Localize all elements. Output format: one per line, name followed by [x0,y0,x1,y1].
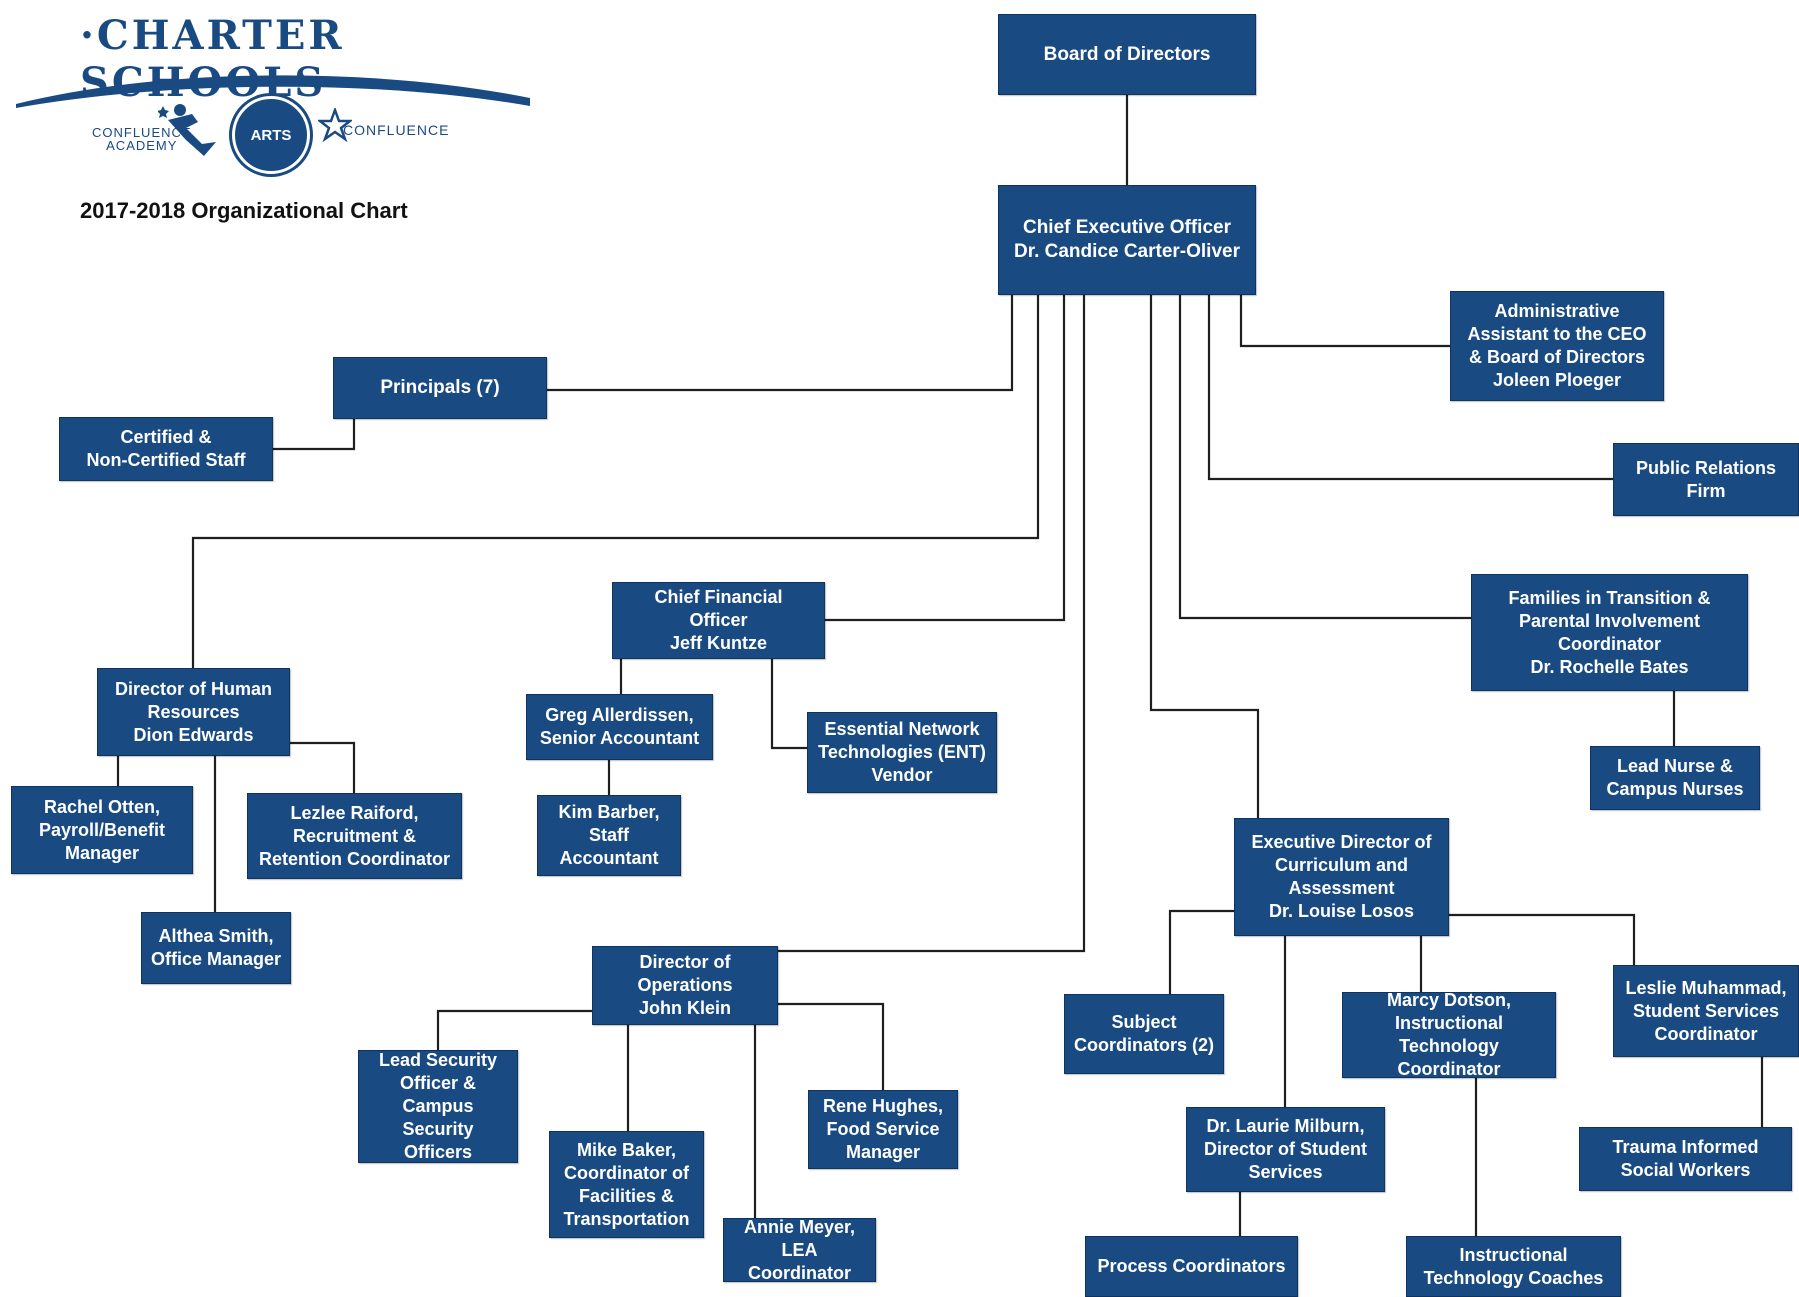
node-title: Dr. Laurie Milburn, Director of Student … [1203,1116,1367,1182]
node-ent-vendor: Essential Network Technologies (ENT) Ven… [807,712,997,793]
connector-ceo-pr [1207,295,1613,481]
connector-ceo-curric [1149,295,1260,818]
node-title: Kim Barber, Staff Accountant [558,802,660,868]
node-title: Lezlee Raiford, Recruitment & Retention … [259,802,450,869]
node-title: Executive Director of Curriculum and Ass… [1251,832,1432,898]
connector-ops-food [778,1002,885,1090]
node-lead-nurse: Lead Nurse & Campus Nurses [1590,746,1760,810]
node-name: Joleen Ploeger [1492,370,1622,390]
node-facilities-coordinator: Mike Baker, Coordinator of Facilities & … [549,1131,704,1238]
node-lea-coordinator: Annie Meyer, LEA Coordinator [723,1216,876,1283]
node-student-services-coordinator: Leslie Muhammad, Student Services Coordi… [1613,965,1799,1057]
connector-curric-subject [1168,909,1234,994]
page-title: 2017-2018 Organizational Chart [80,198,408,223]
node-title: Families in Transition & Parental Involv… [1508,587,1711,654]
connector-principals-staff [273,418,356,451]
node-name: Dr. Louise Losos [1268,901,1415,921]
node-staff-accountant: Kim Barber, Staff Accountant [537,795,681,876]
node-title: Process Coordinators [1097,1256,1286,1276]
node-title: Instructional Technology Coaches [1423,1244,1604,1288]
node-name: Jeff Kuntze [669,633,767,653]
node-title: Mike Baker, Coordinator of Facilities & … [563,1139,690,1229]
connector-ceo-principals [547,295,1014,392]
connector-ceo-families [1178,295,1471,620]
node-public-relations-firm: Public Relations Firm [1613,443,1799,516]
node-administrative-assistant: Administrative Assistant to the CEO & Bo… [1450,291,1664,401]
node-food-service-manager: Rene Hughes, Food Service Manager [808,1090,958,1169]
node-subject-coordinators: Subject Coordinators (2) [1064,994,1224,1074]
connector-ceo-ops [778,295,1086,953]
node-chief-financial-officer: Chief Financial Officer Jeff Kuntze [612,582,825,659]
node-instructional-technology-coordinator: Marcy Dotson, Instructional Technology C… [1342,990,1556,1079]
node-senior-accountant: Greg Allerdissen, Senior Accountant [526,694,713,760]
node-title: Principals (7) [380,377,500,398]
logo-swoosh [16,75,530,108]
node-title: Chief Executive Officer [1022,217,1231,238]
node-director-student-services: Dr. Laurie Milburn, Director of Student … [1186,1107,1385,1192]
node-name: Dr. Rochelle Bates [1530,656,1689,677]
node-title: Lead Nurse & Campus Nurses [1606,756,1744,799]
node-title: Rene Hughes, Food Service Manager [822,1096,944,1162]
connector-curric-leslie [1449,913,1636,965]
connector-ceo-cfo [825,295,1066,622]
node-name: Dion Edwards [133,724,254,745]
node-title: Greg Allerdissen, Senior Accountant [539,705,700,748]
confluence-prep-star-icon [318,108,352,142]
node-title: Director of Human Resources [114,678,273,722]
node-title: Trauma Informed Social Workers [1612,1137,1759,1180]
node-title: Rachel Otten, Payroll/Benefit Manager [38,796,166,863]
logo-area: ·CHARTER SCHOOLS· CONFLUENCE ACADEMY ART… [10,8,540,223]
node-trauma-informed-social-workers: Trauma Informed Social Workers [1579,1127,1792,1191]
connector-ceo-hr [191,295,1040,668]
node-title: Public Relations Firm [1635,457,1777,501]
node-title: Annie Meyer, LEA Coordinator [743,1216,856,1283]
arts-academy-seal: ARTS [232,96,310,174]
confluence-academy-figure-icon [158,104,216,156]
node-chief-executive-officer: Chief Executive Officer Dr. Candice Cart… [998,185,1256,295]
node-process-coordinators: Process Coordinators [1085,1236,1298,1297]
node-board-of-directors: Board of Directors [998,14,1256,95]
node-payroll-benefit-manager: Rachel Otten, Payroll/Benefit Manager [11,786,193,874]
node-title: Administrative Assistant to the CEO & Bo… [1467,301,1647,367]
node-certified-staff: Certified & Non-Certified Staff [59,417,273,481]
connector-ceo-admin [1239,295,1450,348]
node-title: Subject Coordinators (2) [1073,1012,1214,1055]
node-title: Certified & Non-Certified Staff [86,427,246,470]
confluence-prep-name: CONFLUENCE [343,122,450,138]
node-title: Marcy Dotson, Instructional Technology C… [1386,990,1512,1079]
node-title: Lead Security Officer & Campus Security … [378,1050,498,1162]
node-title: Board of Directors [1043,43,1211,65]
connector-hr-recruit [290,741,356,793]
node-title: Leslie Muhammad, Student Services Coordi… [1625,977,1787,1044]
node-office-manager: Althea Smith, Office Manager [141,912,291,984]
node-name: Dr. Candice Carter-Oliver [1014,241,1240,262]
node-name: John Klein [638,998,731,1018]
node-director-of-operations: Director of Operations John Klein [592,946,778,1025]
node-title: Director of Operations [637,952,733,995]
node-lead-security-officer: Lead Security Officer & Campus Security … [358,1050,518,1163]
node-director-human-resources: Director of Human Resources Dion Edwards [97,668,290,756]
connector-ops-security [436,1009,592,1050]
node-recruitment-coordinator: Lezlee Raiford, Recruitment & Retention … [247,793,462,879]
node-families-in-transition: Families in Transition & Parental Involv… [1471,574,1748,691]
node-title: Essential Network Technologies (ENT) Ven… [818,719,986,785]
node-instructional-technology-coaches: Instructional Technology Coaches [1406,1236,1621,1297]
node-principals: Principals (7) [333,357,547,419]
node-executive-director-curriculum: Executive Director of Curriculum and Ass… [1234,818,1449,936]
confluence-academy-name: CONFLUENCE ACADEMY [92,125,192,153]
node-title: Chief Financial Officer [654,587,783,630]
node-title: Althea Smith, Office Manager [150,926,282,969]
connector-cfo-ent [770,659,807,750]
